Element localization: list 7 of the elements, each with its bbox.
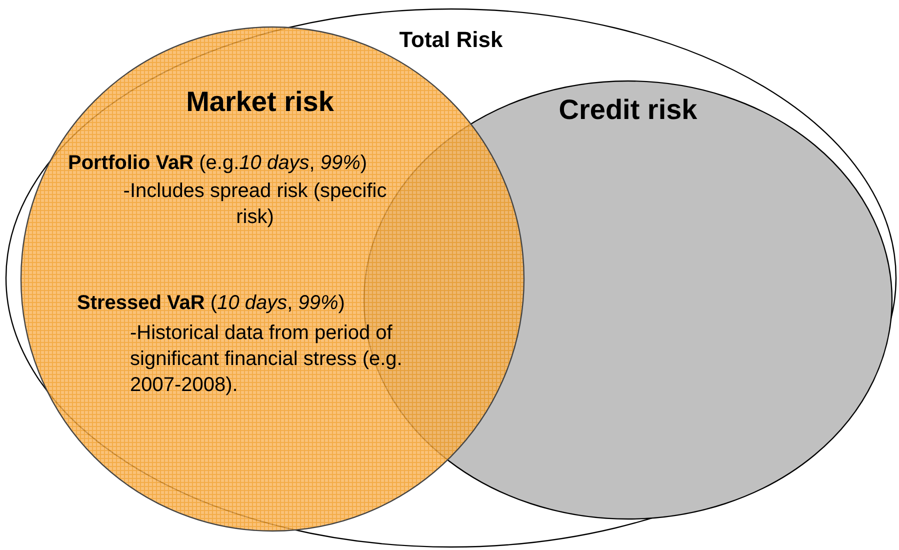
heading-label: Market risk — [185, 85, 335, 119]
heading-label: Credit risk — [558, 93, 698, 127]
measure-label: Portfolio VaR (e.g.10 days, 99%) — [68, 151, 368, 176]
measure-label: Stressed VaR (10 days, 99%) — [77, 291, 346, 316]
description-text: -Includes spread risk (specific risk) — [122, 179, 388, 230]
description-text: -Historical data from period of significant financial stress (e.g. 2007-2008). — [130, 321, 404, 398]
title-label: Total Risk — [398, 26, 504, 54]
